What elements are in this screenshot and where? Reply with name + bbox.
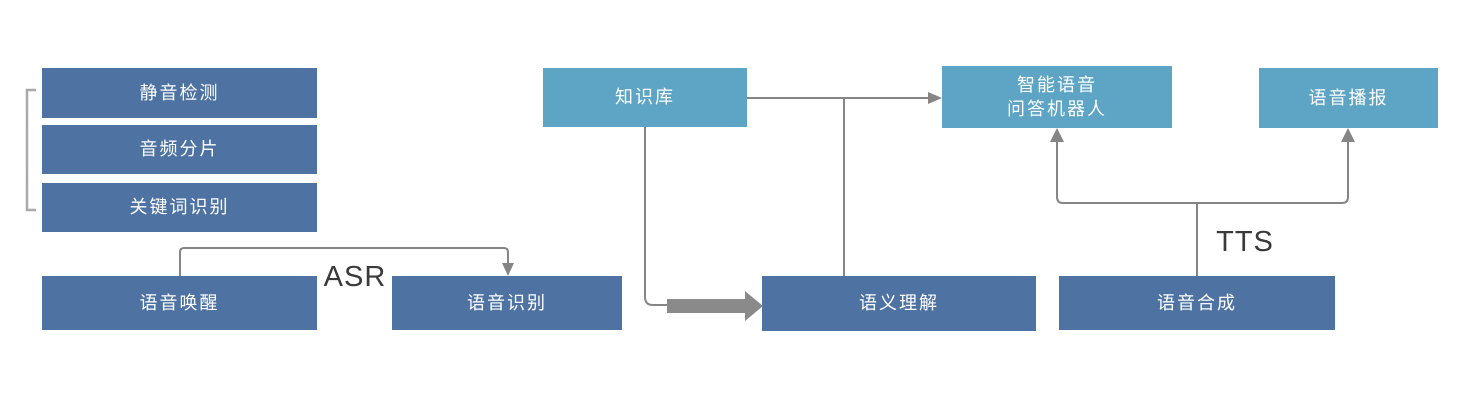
node-speech-recognition: 语音识别 (392, 276, 622, 330)
node-speech-synthesis: 语音合成 (1059, 276, 1335, 330)
group-bracket (25, 88, 36, 212)
asr-label: ASR (323, 260, 387, 293)
arrowhead-up-robot-icon (1050, 128, 1064, 142)
line-tts-branch (1056, 142, 1349, 204)
tts-label: TTS (1216, 225, 1274, 258)
node-silence-detection: 静音检测 (42, 68, 317, 118)
node-semantic-understanding: 语义理解 (762, 276, 1036, 331)
arrowhead-up-broadcast-icon (1341, 128, 1355, 142)
node-keyword-recognition: 关键词识别 (42, 183, 317, 232)
node-qa-robot: 智能语音 问答机器人 (942, 66, 1172, 128)
node-audio-segmentation: 音频分片 (42, 125, 317, 174)
node-knowledge-base: 知识库 (543, 68, 747, 127)
node-voice-wakeup: 语音唤醒 (42, 276, 317, 330)
arrowhead-down-recognition-icon (502, 263, 514, 276)
arrowhead-right-robot-icon (928, 92, 942, 104)
thick-arrow-to-semantic-icon (667, 291, 763, 321)
line-knowledge-bottom-drop (644, 127, 667, 306)
node-voice-broadcast: 语音播报 (1259, 68, 1438, 128)
